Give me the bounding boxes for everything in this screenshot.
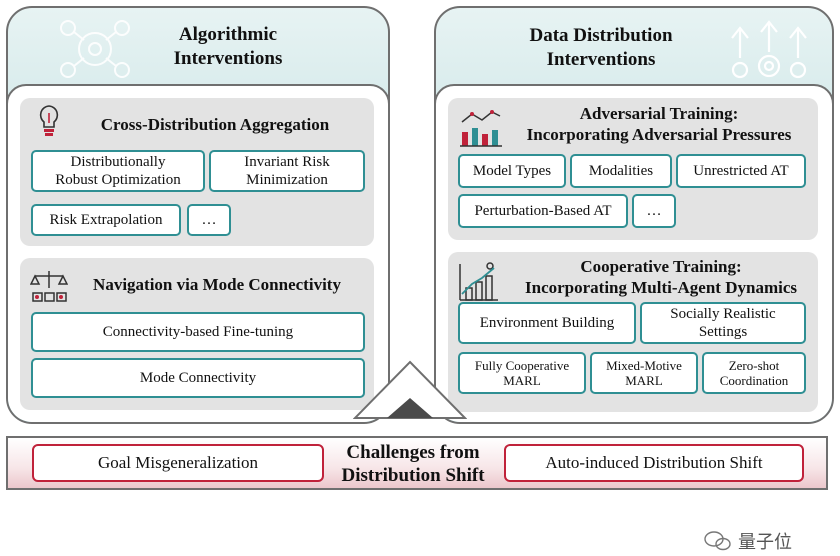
right-inner-panel: Adversarial Training: Incorporating Adve… — [436, 84, 832, 422]
data-distribution-interventions-panel: Data Distribution Interventions Adversar… — [434, 6, 834, 424]
watermark-text: 量子位 — [738, 532, 792, 553]
center-up-arrow — [353, 360, 467, 419]
growth-chart-icon — [459, 262, 498, 301]
algorithmic-interventions-panel: Algorithmic Interventions Cross-Distribu… — [6, 6, 390, 424]
left-inner-panel: Cross-Distribution Aggregation Distribut… — [8, 84, 388, 422]
model-types-box: Model Types — [458, 154, 566, 188]
environment-building-box: Environment Building — [458, 302, 636, 344]
cross-distribution-section: Cross-Distribution Aggregation Distribut… — [20, 98, 374, 246]
unrestricted-at-box: Unrestricted AT — [676, 154, 806, 188]
socially-realistic-settings-box: Socially Realistic Settings — [640, 302, 806, 344]
wechat-icon — [704, 531, 731, 551]
cross-distribution-title: Cross-Distribution Aggregation — [100, 115, 330, 134]
adversarial-training-section: Adversarial Training: Incorporating Adve… — [448, 98, 818, 240]
invariant-risk-minimization-box: Invariant Risk Minimization — [209, 150, 365, 192]
auto-induced-distribution-shift-box: Auto-induced Distribution Shift — [504, 444, 804, 482]
adversarial-training-title: Adversarial Training: Incorporating Adve… — [526, 104, 792, 144]
risk-extrapolation-box: Risk Extrapolation — [31, 204, 181, 236]
challenges-bar: Goal Misgeneralization Challenges from D… — [6, 436, 828, 490]
bar-chart-icon — [460, 110, 502, 147]
connectivity-fine-tuning-box: Connectivity-based Fine-tuning — [31, 312, 365, 352]
gears-network-icon — [60, 20, 130, 78]
mixed-motive-marl-box: Mixed-Motive MARL — [590, 352, 698, 394]
mode-connectivity-box: Mode Connectivity — [31, 358, 365, 398]
cooperative-training-title: Cooperative Training: Incorporating Mult… — [525, 257, 797, 297]
right-panel-title: Data Distribution Interventions — [529, 25, 673, 70]
left-panel-title: Algorithmic Interventions — [173, 24, 283, 69]
lightbulb-icon — [39, 105, 59, 136]
more-items-box: … — [632, 194, 676, 228]
scale-connectivity-icon — [30, 271, 68, 302]
mode-connectivity-title: Navigation via Mode Connectivity — [93, 275, 341, 294]
mode-connectivity-section: Navigation via Mode Connectivity Connect… — [20, 258, 374, 410]
challenges-title: Challenges from Distribution Shift — [341, 442, 485, 486]
goal-misgeneralization-box: Goal Misgeneralization — [32, 444, 324, 482]
upload-gears-icon — [731, 20, 807, 79]
modalities-box: Modalities — [570, 154, 672, 188]
perturbation-based-at-box: Perturbation-Based AT — [458, 194, 628, 228]
more-items-box: … — [187, 204, 231, 236]
fully-cooperative-marl-box: Fully Cooperative MARL — [458, 352, 586, 394]
cooperative-training-section: Cooperative Training: Incorporating Mult… — [448, 252, 818, 412]
distributionally-robust-optimization-box: Distributionally Robust Optimization — [31, 150, 205, 192]
zero-shot-coordination-box: Zero-shot Coordination — [702, 352, 806, 394]
